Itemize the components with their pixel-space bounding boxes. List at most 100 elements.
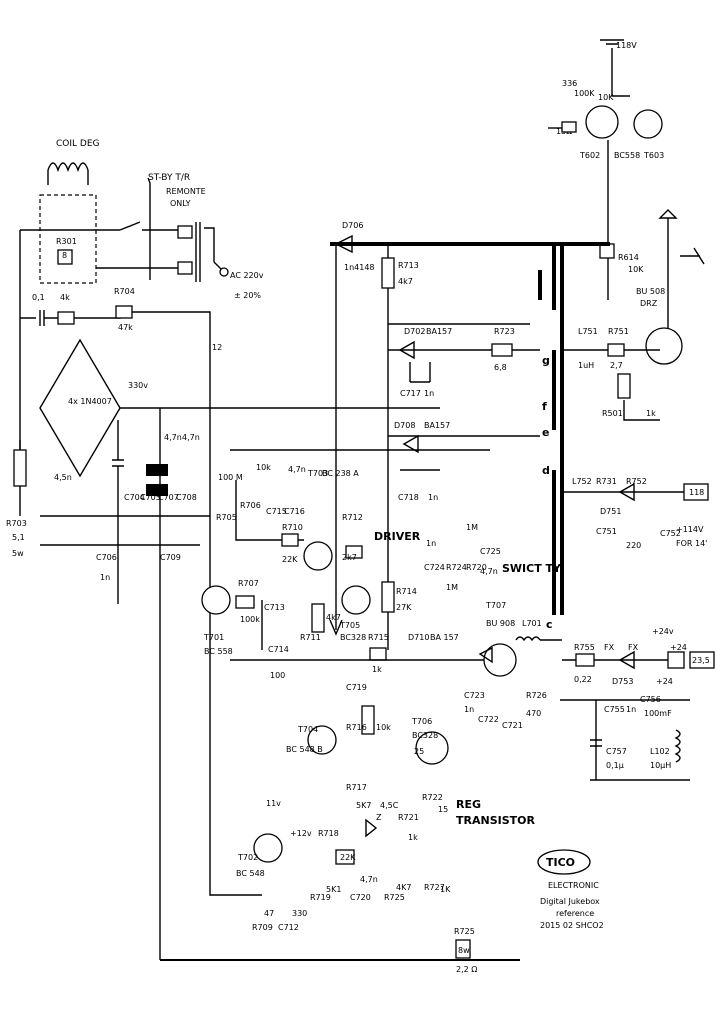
c707-label: C707 (158, 493, 179, 502)
r725b-label: R725 (384, 893, 405, 902)
c716-val: 4,7n (288, 465, 306, 474)
note-14: FOR 14' (676, 539, 707, 548)
c752-label: C752 (660, 529, 681, 538)
r731-label: R731 (596, 477, 617, 486)
c725-val: 4,7n (480, 567, 498, 576)
r712-val: 2k7 (342, 553, 357, 562)
r703-label: R703 (6, 519, 27, 528)
d706: D706 1n4148 (334, 221, 375, 272)
r714-val: 27K (396, 603, 412, 612)
r722-label: R722 (422, 793, 443, 802)
pin-d: d (542, 464, 550, 477)
r501-label: R501 (602, 409, 623, 418)
c724-val: 1n (426, 539, 436, 548)
r724-label: R724 (446, 563, 467, 572)
r714-label: R714 (396, 587, 417, 596)
r723-val: 6,8 (494, 363, 507, 372)
c718-val: 1n (428, 493, 438, 502)
t703-label: T703 (307, 469, 328, 478)
r711-val: 4k7 (326, 613, 341, 622)
d706-val: 1n4148 (344, 263, 375, 272)
out-118-box (683, 483, 709, 501)
r721-label: R721 (398, 813, 419, 822)
out-118-label: 118 (689, 488, 704, 497)
l751-label: L751 (578, 327, 598, 336)
t704-label: T704 (297, 725, 318, 734)
c722-label: C722 (478, 715, 499, 724)
c704-label: C704 (124, 493, 145, 502)
fx2-label: FX (628, 643, 639, 652)
r722-val: 15 (438, 805, 448, 814)
r717-val: 5K7 (356, 801, 371, 810)
c708-label: C708 (176, 493, 197, 502)
logo-line3: 2015 02 SHCO2 (540, 921, 604, 930)
r721-val: 1k (408, 833, 418, 842)
reg2-label: TRANSISTOR (456, 814, 535, 827)
c751-label: C751 (596, 527, 617, 536)
r100k-label: 100K (574, 89, 595, 98)
r711-label: R711 (300, 633, 321, 642)
r706-val: 10k (256, 463, 271, 472)
note-118: +114V (676, 525, 704, 534)
remote-label: REMONTE (166, 187, 206, 196)
logo-text: TICO (546, 856, 575, 869)
r725b-val: 4K7 (396, 883, 411, 892)
c706-val: 1n (100, 573, 110, 582)
c716-label: C716 (284, 507, 305, 516)
out-235-label: 23,5 (692, 656, 710, 665)
t707-label: T707 (485, 601, 506, 610)
c720-label: C720 (350, 893, 371, 902)
cap-top-label: 0,1 (32, 293, 45, 302)
reg-label: REG (456, 798, 481, 811)
c719-label: C719 (346, 683, 367, 692)
relay-r301 (57, 249, 73, 265)
r336-label: 336 (562, 79, 577, 88)
d751-label: D751 (600, 507, 621, 516)
st-by-label: ST-BY T/R (148, 173, 190, 183)
net-12-label: 12 (212, 343, 222, 352)
t603-label: T603 (643, 151, 664, 160)
only-label: ONLY (170, 199, 191, 208)
r725-val: 8w (458, 946, 470, 955)
pin-e: e (542, 426, 549, 439)
out-235-box (689, 651, 715, 669)
r301-b-label: 8 (62, 251, 67, 260)
r709-label: R709 (252, 923, 273, 932)
mains-section: COIL DEG R301 8 ST-BY T/R REMONTE ONLY A… (6, 139, 440, 896)
r614-label: R614 (618, 253, 639, 262)
r713 (381, 257, 395, 289)
r755-val: 0,22 (574, 675, 592, 684)
v330-label: 330v (128, 381, 148, 390)
horizontal-drive-top: 118V 336 100K 10K 15Ω T602 BC558 T603 R6… (548, 39, 705, 365)
t704-val: BC 548 B (286, 745, 323, 754)
t705-label: T705 (339, 621, 360, 630)
c714-val: 100 (270, 671, 285, 680)
v11-label: 11v (266, 799, 281, 808)
c718-label: C718 (398, 493, 419, 502)
tico-logo: TICO ELECTRONIC Digital Jukebox referenc… (537, 849, 604, 930)
logo-sub: ELECTRONIC (548, 881, 599, 890)
r725-val2: 2,2 Ω (456, 965, 477, 974)
r715-label: R715 (368, 633, 389, 642)
c708-val: 4,7n (182, 433, 200, 442)
c757-label: C757 (606, 747, 627, 756)
r755-label: R755 (574, 643, 595, 652)
d753-label: D753 (612, 677, 633, 686)
c715-label: C715 (266, 507, 287, 516)
c721-label: C721 (502, 721, 523, 730)
c723-label: C723 (464, 691, 485, 700)
r10k-label: 10K (598, 93, 614, 102)
t706-val: BC328 (412, 731, 438, 740)
bc558-label: BC558 (614, 151, 640, 160)
c712-val: 330 (292, 909, 307, 918)
r705-val: 100 M (218, 473, 243, 482)
d710-label: D710 (408, 633, 429, 642)
c757-val: 0,1μ (606, 761, 624, 770)
c717-val: 1n (424, 389, 434, 398)
r752-label: R752 (626, 477, 647, 486)
r719-label: R719 (310, 893, 331, 902)
t702-label: T702 (237, 853, 258, 862)
c707-val: 4,7n (164, 433, 182, 442)
r751-val: 2,7 (610, 361, 623, 370)
d708-val: BA157 (424, 421, 450, 430)
